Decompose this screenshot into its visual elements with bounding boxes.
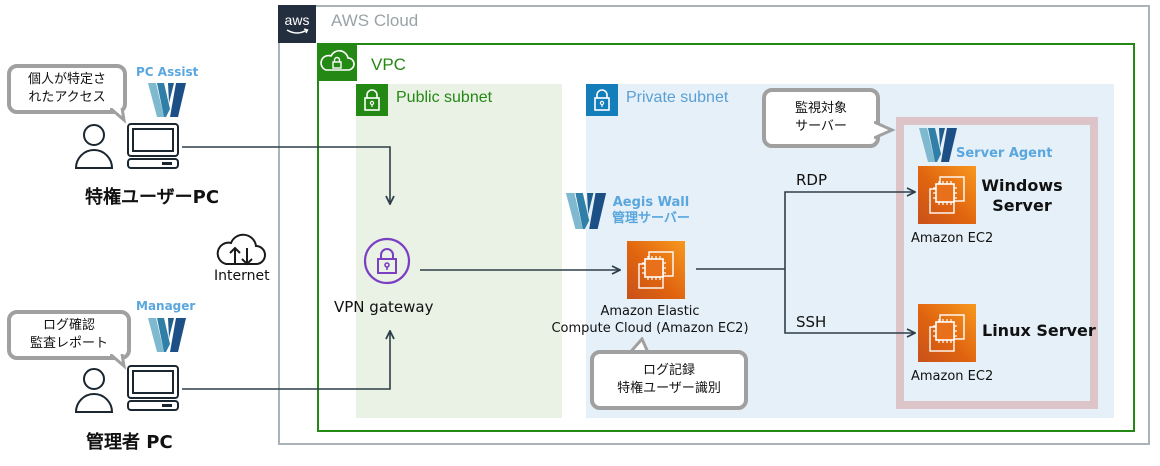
- callout-tail: [110, 108, 127, 124]
- callout-line: ログ記録: [642, 363, 695, 378]
- server-agent-label: Server Agent: [956, 146, 1053, 161]
- public-subnet-lock-icon: [356, 84, 388, 116]
- privileged-user-callout: 個人が特定さ れたアクセス: [7, 64, 127, 114]
- vpn-gateway-label: VPN gateway: [334, 298, 434, 316]
- pc-assist-logo-icon: [148, 83, 186, 117]
- vpc-title: VPC: [371, 55, 406, 74]
- callout-tail: [110, 354, 127, 370]
- callout-line: 監視対象: [794, 101, 847, 116]
- windows-service-label: Amazon EC2: [911, 231, 994, 246]
- vpc-cloud-lock-icon: [317, 43, 357, 81]
- aws-logo-icon: aws: [278, 5, 316, 43]
- connector-ssh: [784, 269, 915, 333]
- connector-user-to-vpn: [182, 146, 390, 204]
- server-agent-logo-icon: [919, 128, 957, 162]
- windows-server-name: Windows Server: [978, 176, 1066, 216]
- internet-cloud-icon: [216, 233, 266, 266]
- management-ec2-label: Amazon Elastic Compute Cloud (Amazon EC2…: [540, 303, 760, 337]
- callout-line: 監査レポート: [29, 336, 108, 351]
- callout-line: れたアクセス: [28, 90, 106, 105]
- public-subnet-title: Public subnet: [396, 89, 493, 106]
- aegis-wall-product-name: Aegis Wall: [612, 195, 690, 210]
- vpc-group: [317, 43, 1135, 432]
- callout-line: サーバー: [795, 119, 847, 134]
- aws-logo-text: aws: [285, 12, 310, 28]
- aws-cloud-group: [278, 5, 1150, 445]
- linux-ec2-icon: [918, 304, 976, 362]
- aegis-wall-logo-icon: [565, 193, 607, 229]
- connector-rdp: [784, 192, 915, 269]
- callout-tail: [874, 120, 896, 140]
- linux-server-name: Linux Server: [982, 321, 1096, 340]
- ec2-label-line: Amazon Elastic: [600, 304, 700, 319]
- user-icon: [74, 124, 114, 169]
- admin-computer-icon: [127, 365, 179, 411]
- callout-line: 特権ユーザー識別: [617, 381, 721, 396]
- admin-callout: ログ確認 監査レポート: [7, 310, 131, 360]
- callout-line: ログ確認: [42, 318, 95, 333]
- logging-callout: ログ記録 特権ユーザー識別: [590, 350, 748, 410]
- callout-line: 個人が特定さ: [27, 72, 106, 87]
- computer-icon: [127, 123, 179, 169]
- manager-logo-icon: [148, 318, 186, 352]
- rdp-label: RDP: [796, 171, 828, 189]
- connector-admin-to-vpn: [182, 331, 390, 390]
- server-name-line: Server: [992, 196, 1052, 215]
- vpn-gateway-icon: [363, 237, 411, 285]
- internet-label: Internet: [214, 268, 270, 284]
- pc-assist-label: PC Assist: [136, 65, 199, 79]
- aws-cloud-title: AWS Cloud: [331, 11, 419, 30]
- private-subnet-lock-icon: [586, 84, 618, 116]
- linux-service-label: Amazon EC2: [911, 369, 994, 384]
- windows-ec2-icon: [918, 166, 976, 224]
- server-name-line: Windows: [981, 176, 1063, 195]
- private-subnet-title: Private subnet: [626, 89, 729, 106]
- admin-user-icon: [74, 368, 114, 413]
- ssh-label: SSH: [796, 313, 827, 331]
- monitored-servers-group: [896, 117, 1098, 409]
- privileged-user-pc-label: 特権ユーザーPC: [85, 187, 220, 208]
- manager-label: Manager: [136, 299, 196, 313]
- monitored-servers-callout: 監視対象 サーバー: [762, 88, 880, 148]
- aegis-wall-role: 管理サーバー: [612, 211, 690, 226]
- management-ec2-icon: [627, 241, 685, 299]
- admin-pc-label: 管理者 PC: [86, 432, 173, 453]
- ec2-label-line: Compute Cloud (Amazon EC2): [551, 321, 749, 336]
- aegis-wall-label: Aegis Wall 管理サーバー: [612, 195, 690, 227]
